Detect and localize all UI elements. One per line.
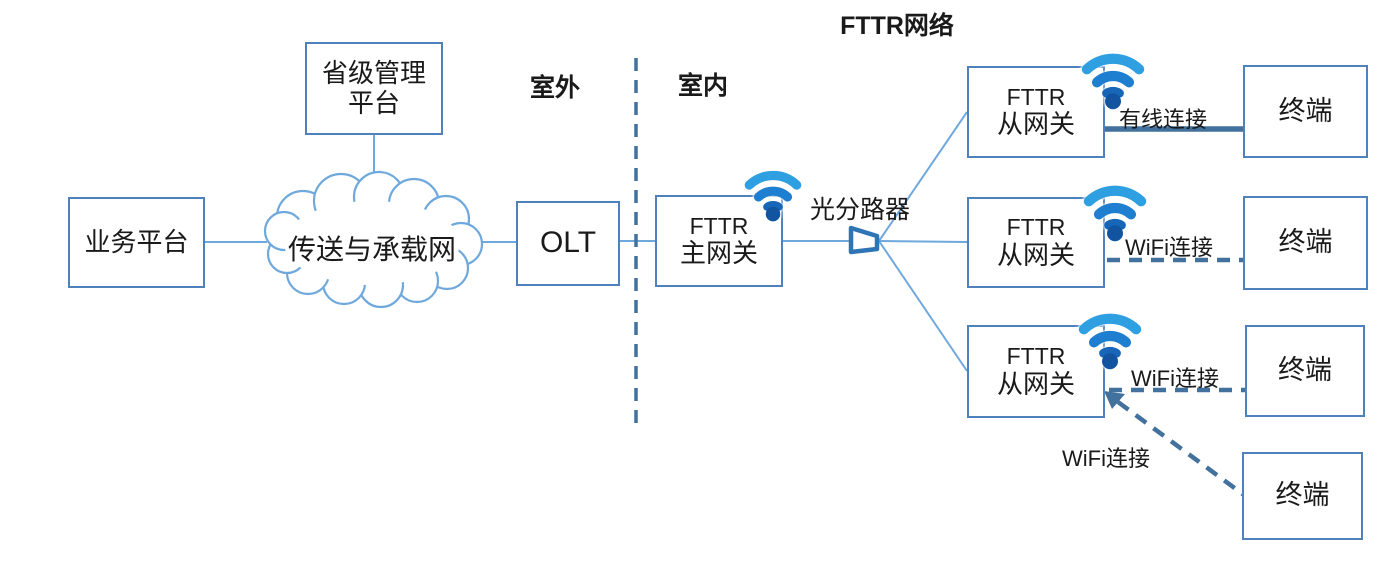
business-platform-node: 业务平台 <box>68 197 205 288</box>
outdoor-zone-label: 室外 <box>530 74 581 102</box>
fttr-slave-gateway-node: FTTR 从网关 <box>967 325 1105 418</box>
transport-network-label: 传送与承载网 <box>287 234 456 265</box>
fttr-master-gateway-node: FTTR 主网关 <box>655 195 783 287</box>
fttr-slave-gateway-label-line1: FTTR <box>1006 214 1066 241</box>
fttr-master-gateway-label-line2: 主网关 <box>679 238 758 269</box>
terminal-label: 终端 <box>1278 355 1332 386</box>
wifi-icon <box>741 164 805 227</box>
cloud-inner-mask <box>284 201 460 285</box>
provincial-management-platform-label-line1: 省级管理 <box>321 57 426 88</box>
provincial-management-platform-label-line2: 平台 <box>347 87 400 118</box>
fttr-slave-gateway-node: FTTR 从网关 <box>967 66 1105 158</box>
terminal-node: 终端 <box>1245 325 1365 417</box>
fttr-slave-gateway-label-line1: FTTR <box>1006 343 1066 370</box>
wifi-connection-label: WiFi连接 <box>1062 446 1150 471</box>
wifi-link-lines <box>1107 257 1248 497</box>
terminal-node: 终端 <box>1243 65 1368 158</box>
business-platform-label: 业务平台 <box>84 226 189 257</box>
optical-splitter-icon <box>848 225 880 255</box>
optical-splitter-label: 光分路器 <box>810 196 911 224</box>
thin-connector-lines <box>205 111 968 372</box>
wifi-link-arrowhead <box>1104 391 1125 409</box>
indoor-zone-label: 室内 <box>678 72 729 100</box>
fttr-slave-gateway-label-line1: FTTR <box>1006 83 1066 110</box>
wired-connection-label: 有线连接 <box>1119 107 1208 132</box>
fttr-master-gateway-label-line1: FTTR <box>689 212 749 239</box>
olt-label: OLT <box>539 226 597 260</box>
olt-node: OLT <box>516 201 620 286</box>
provincial-management-platform-node: 省级管理 平台 <box>305 42 443 135</box>
fttr-slave-gateway-node: FTTR 从网关 <box>967 197 1105 288</box>
terminal-node: 终端 <box>1243 196 1368 290</box>
fttr-slave-gateway-label-line2: 从网关 <box>996 109 1075 140</box>
terminal-label: 终端 <box>1278 227 1333 258</box>
wifi-connection-label: WiFi连接 <box>1131 366 1219 391</box>
terminal-node: 终端 <box>1242 452 1363 540</box>
wifi-icon <box>1074 306 1146 375</box>
wifi-icon <box>1077 46 1149 115</box>
terminal-label: 终端 <box>1275 480 1330 511</box>
fttr-slave-gateway-label-line2: 从网关 <box>996 239 1075 270</box>
fttr-slave-gateway-label-line2: 从网关 <box>996 368 1075 399</box>
wifi-icon <box>1079 178 1151 247</box>
diagram-title: FTTR网络 <box>840 12 954 40</box>
terminal-label: 终端 <box>1278 95 1333 126</box>
wifi-connection-label: WiFi连接 <box>1125 235 1213 260</box>
